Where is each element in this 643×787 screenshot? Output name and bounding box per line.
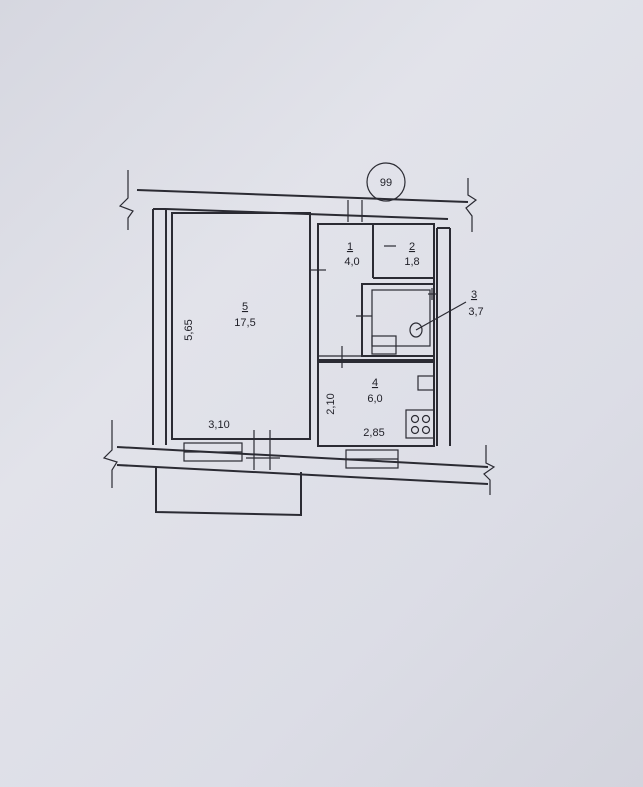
room-5-number: 5 (242, 301, 248, 313)
room-2: 2 1,8 (404, 241, 419, 268)
room-1-number: 1 (347, 241, 353, 253)
plan-marker: 99 (366, 162, 406, 202)
room-2-number: 2 (409, 241, 415, 253)
window-kitchen (345, 449, 399, 469)
room-3-number: 3 (471, 289, 477, 301)
room-4: 4 6,0 2,10 2,85 (317, 346, 435, 447)
room-5-area: 17,5 (234, 317, 255, 329)
kitchen-height-dimension: 2,10 (325, 393, 337, 414)
room-4-area: 6,0 (367, 393, 382, 405)
room-3: 3 3,7 (356, 283, 484, 357)
room-5-height-dimension: 5,65 (183, 319, 195, 340)
window-room-5 (183, 442, 243, 462)
room-2-area: 1,8 (404, 256, 419, 268)
stove-icon (405, 409, 435, 439)
room-5-width-dimension: 3,10 (208, 419, 229, 431)
kitchen-width-dimension: 2,85 (363, 427, 384, 439)
room-1-area: 4,0 (344, 256, 359, 268)
exterior-walls (102, 170, 496, 517)
room-4-number: 4 (372, 377, 378, 389)
balcony-door (246, 430, 280, 470)
plan-marker-label: 99 (380, 177, 392, 189)
room-5: 5 17,5 5,65 3,10 (171, 212, 311, 440)
room-3-area: 3,7 (468, 306, 483, 318)
